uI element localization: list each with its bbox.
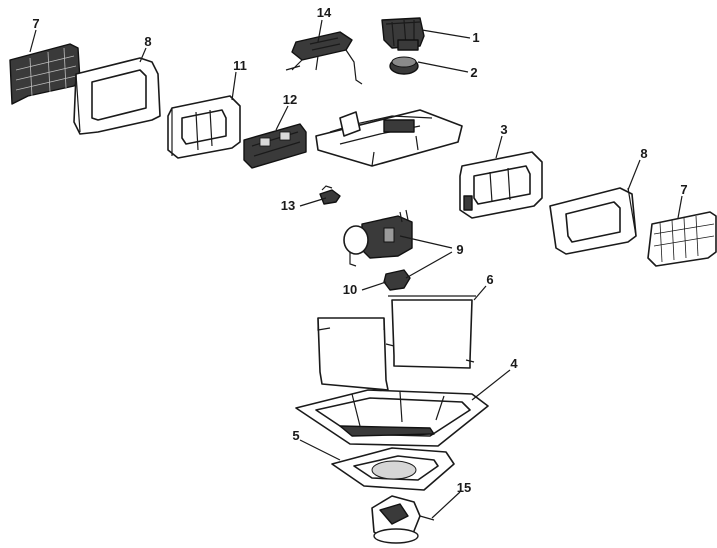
callout-15: 15 (457, 480, 471, 495)
part-8-right-frame (549, 187, 637, 255)
part-5-ring (331, 447, 455, 491)
part-2-roller (389, 56, 419, 75)
chassis-plate (315, 109, 463, 167)
callout-7-right: 7 (680, 182, 687, 197)
callout-12: 12 (283, 92, 297, 107)
callout-8-right: 8 (640, 146, 647, 161)
part-14-wire-harness (285, 31, 363, 85)
part-7-left-lens (9, 43, 81, 105)
callout-10: 10 (343, 282, 357, 297)
callout-14: 14 (317, 5, 332, 20)
callout-1: 1 (472, 30, 479, 45)
part-7-right-lens (647, 211, 717, 267)
part-15-light-socket (371, 495, 435, 544)
callout-3: 3 (500, 122, 507, 137)
callout-7-left: 7 (32, 16, 39, 31)
callout-6: 6 (486, 272, 493, 287)
callout-2: 2 (470, 65, 477, 80)
part-6-lens-panels (317, 295, 476, 391)
callout-9: 9 (456, 242, 463, 257)
part-11-end-panel (167, 95, 241, 159)
part-12-circuit-board (243, 123, 307, 169)
leader-lines (29, 19, 683, 519)
part-8-left-frame (73, 57, 161, 135)
callout-5: 5 (292, 428, 299, 443)
callout-8-left: 8 (144, 34, 151, 49)
callout-labels: 7 8 11 14 1 2 12 3 8 7 13 9 10 6 4 5 15 (32, 5, 687, 495)
part-1-gear (381, 17, 425, 51)
part-10-small-gear (383, 269, 411, 291)
callout-11: 11 (233, 58, 247, 73)
callout-4: 4 (510, 356, 518, 371)
part-3-end-panel (459, 151, 543, 219)
part-9-motor-assembly (343, 209, 413, 267)
callout-13: 13 (281, 198, 295, 213)
part-13-clip (319, 185, 341, 205)
part-4-housing-tray (295, 389, 489, 447)
